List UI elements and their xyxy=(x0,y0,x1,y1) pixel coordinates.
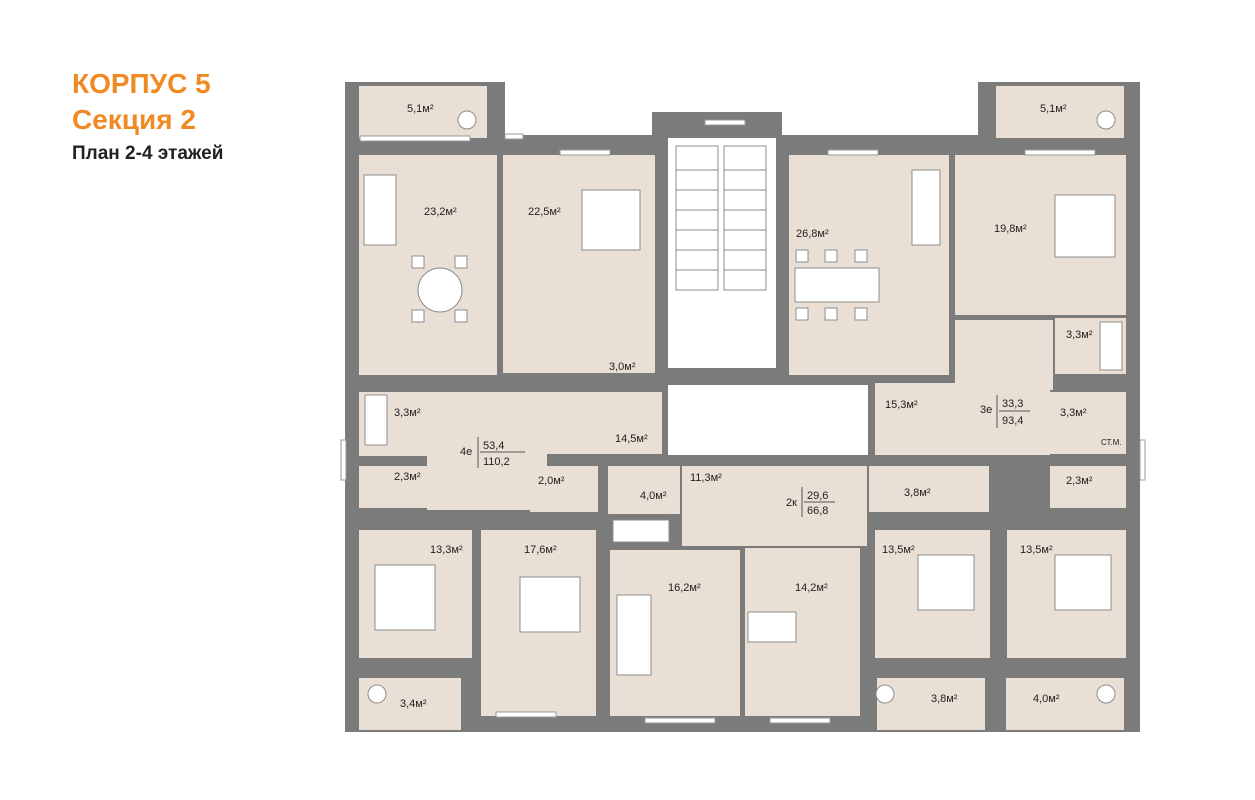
apartment-living-area: 53,4 xyxy=(483,440,504,452)
floors xyxy=(359,86,1126,730)
room-area: 19,8м² xyxy=(994,223,1027,235)
room-area: 5,1м² xyxy=(407,103,434,115)
room-area: 23,2м² xyxy=(424,206,457,218)
title-block: КОРПУС 5 Секция 2 План 2-4 этажей xyxy=(72,66,223,168)
apartment-type: 4е xyxy=(460,446,472,458)
room-area: 16,2м² xyxy=(668,582,701,594)
room-area: 13,5м² xyxy=(882,544,915,556)
room-area: 3,3м² xyxy=(1060,407,1087,419)
building-title: КОРПУС 5 xyxy=(72,68,211,99)
room-area: 3,3м² xyxy=(394,407,421,419)
apartment-2k: 2к 29,6 66,8 xyxy=(786,487,835,517)
room-area: 4,0м² xyxy=(640,490,667,502)
room-area: 4,0м² xyxy=(1033,693,1060,705)
apartment-living-area: 29,6 xyxy=(807,490,828,502)
room-area: 2,3м² xyxy=(1066,475,1093,487)
room-area: 2,3м² xyxy=(394,471,421,483)
apartment-total-area: 110,2 xyxy=(483,456,510,468)
room-area: 13,5м² xyxy=(1020,544,1053,556)
apartment-type: 2к xyxy=(786,497,797,509)
apartment-total-area: 93,4 xyxy=(1002,415,1023,427)
room-area: 3,0м² xyxy=(609,361,636,373)
apartment-total-area: 66,8 xyxy=(807,505,828,517)
windows xyxy=(340,119,1146,724)
apartment-type: 3е xyxy=(980,404,992,416)
apartment-4e: 4е 53,4 110,2 xyxy=(460,437,525,468)
furniture xyxy=(363,110,1123,704)
room-area: 5,1м² xyxy=(1040,103,1067,115)
room-area: 11,3м² xyxy=(690,472,722,484)
room-area: 2,0м² xyxy=(538,475,565,487)
room-area: 14,2м² xyxy=(795,582,828,594)
section-title: Секция 2 xyxy=(72,104,196,135)
room-area: 22,5м² xyxy=(528,206,561,218)
room-area: 3,4м² xyxy=(400,698,427,710)
stair-core xyxy=(668,138,868,455)
room-area: 17,6м² xyxy=(524,544,557,556)
room-area: 26,8м² xyxy=(796,228,829,240)
apartment-living-area: 33,3 xyxy=(1002,398,1023,410)
plan-title: План 2-4 этажей xyxy=(72,143,224,164)
apartment-3e: 3е 33,3 93,4 xyxy=(980,395,1030,428)
room-labels: 5,1м² 5,1м² 23,2м² 22,5м² 26,8м² 19,8м² … xyxy=(394,103,1093,710)
storage-marker: СТ.М. xyxy=(1101,438,1122,447)
room-area: 15,3м² xyxy=(885,399,918,411)
room-area: 3,8м² xyxy=(931,693,958,705)
room-area: 3,8м² xyxy=(904,487,931,499)
room-area: 13,3м² xyxy=(430,544,463,556)
room-area: 3,3м² xyxy=(1066,329,1093,341)
room-area: 14,5м² xyxy=(615,433,648,445)
